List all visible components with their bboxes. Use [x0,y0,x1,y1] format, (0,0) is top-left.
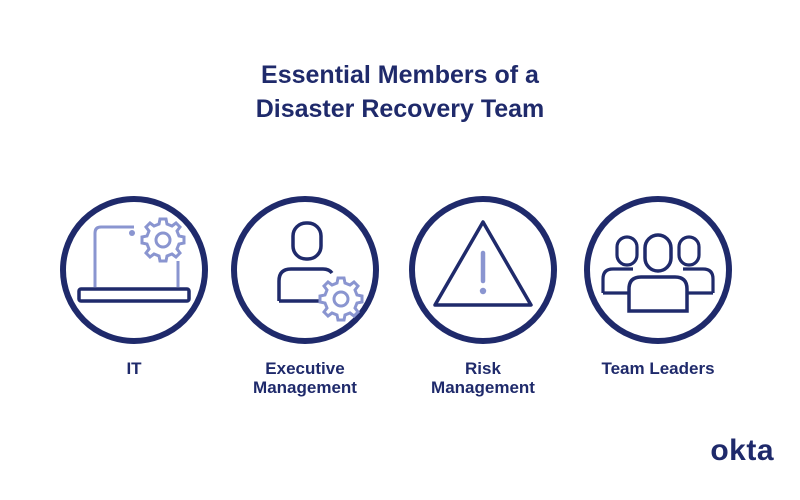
member-card-risk: Risk Management [408,195,578,397]
title-line-2: Disaster Recovery Team [255,95,545,123]
people-group-icon [584,196,732,344]
member-label-line: Executive [265,359,345,378]
member-label-line: Management [253,378,357,397]
laptop-gear-icon [60,196,208,344]
member-label-line: IT [126,359,142,378]
member-label-executive: Executive Management [220,359,390,397]
members-row: IT Executive Management [0,195,800,397]
member-card-executive: Executive Management [230,195,400,397]
member-card-it: IT [59,195,229,395]
member-label-line: Management [431,378,535,397]
member-label-risk: Risk Management [398,359,568,397]
person-gear-icon [231,196,379,344]
page-title: Essential Members of a Disaster Recovery… [0,58,800,126]
member-card-team: Team Leaders [583,195,753,395]
title-line-1: Essential Members of a [261,61,539,89]
member-label-line: Risk [465,359,501,378]
member-label-team: Team Leaders [573,359,743,378]
okta-logo: okta [710,434,774,467]
warning-triangle-icon [409,196,557,344]
member-label-it: IT [49,359,219,378]
member-label-line: Team Leaders [601,359,715,378]
